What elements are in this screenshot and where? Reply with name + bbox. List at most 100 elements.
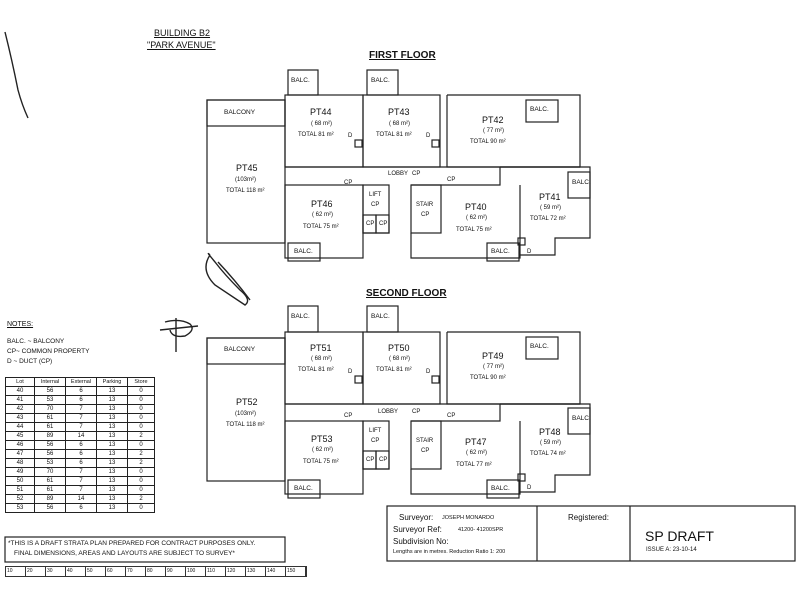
lot-total: TOTAL 90 m² — [470, 139, 506, 145]
table-cell: 53 — [34, 395, 66, 405]
table-cell: 47 — [5, 449, 35, 459]
lot-area: ( 62 m²) — [312, 212, 333, 218]
cp-label: CP — [412, 171, 421, 177]
lot-area: ( 59 m²) — [540, 440, 561, 446]
notes-heading: NOTES: — [7, 321, 34, 328]
table-cell: 13 — [96, 485, 128, 495]
surveyor-ref-label: Surveyor Ref: — [393, 525, 442, 534]
surveyor-ref-value: 41200- 41200SPR — [458, 527, 504, 533]
table-cell: 0 — [127, 422, 155, 432]
cp-label: CP — [371, 202, 380, 208]
table-cell: 0 — [127, 413, 155, 423]
table-cell: 7 — [65, 404, 97, 414]
registered-label: Registered: — [568, 513, 609, 522]
table-cell: 7 — [65, 476, 97, 486]
lot-total: TOTAL 77 m² — [456, 462, 492, 468]
ruler-tick: 10 — [6, 567, 26, 576]
table-cell: 70 — [34, 467, 66, 477]
lot-total: TOTAL 81 m² — [376, 367, 412, 373]
table-cell: 2 — [127, 458, 155, 468]
ruler-tick: 120 — [226, 567, 246, 576]
table-header: Store — [127, 377, 155, 387]
cp-label: CP — [344, 180, 353, 186]
cp-label: CP — [447, 413, 456, 419]
plan-type: SP DRAFT — [645, 528, 714, 544]
table-cell: 14 — [65, 431, 97, 441]
table-cell: 0 — [127, 503, 155, 513]
table-cell: 61 — [34, 413, 66, 423]
table-cell: 13 — [96, 449, 128, 459]
lot-area: ( 62 m²) — [466, 450, 487, 456]
table-cell: 50 — [5, 476, 35, 486]
building-name: "PARK AVENUE" — [147, 40, 216, 50]
balcony-pt53: BALC. — [294, 485, 313, 492]
table-cell: 89 — [34, 494, 66, 504]
table-cell: 44 — [5, 422, 35, 432]
table-cell: 13 — [96, 413, 128, 423]
table-cell: 0 — [127, 386, 155, 396]
cp-label: CP — [412, 409, 421, 415]
lot-total: TOTAL 72 m² — [530, 216, 566, 222]
lot-id: PT41 — [539, 192, 561, 202]
table-cell: 7 — [65, 467, 97, 477]
lot-total: TOTAL 81 m² — [298, 367, 334, 373]
cp-label: CP — [344, 413, 353, 419]
table-cell: 0 — [127, 485, 155, 495]
lot-id: PT51 — [310, 343, 332, 353]
lobby-label: LOBBY — [388, 171, 409, 177]
table-header: Lot — [5, 377, 35, 387]
lot-id: PT48 — [539, 427, 561, 437]
table-cell: 2 — [127, 449, 155, 459]
lot-id: PT42 — [482, 115, 504, 125]
table-cell: 6 — [65, 440, 97, 450]
ruler-tick: 90 — [166, 567, 186, 576]
balcony-pt44: BALC. — [291, 77, 310, 84]
table-cell: 45 — [5, 431, 35, 441]
table-cell: 46 — [5, 440, 35, 450]
table-cell: 70 — [34, 404, 66, 414]
duct-label: D — [426, 133, 431, 139]
table-cell: 89 — [34, 431, 66, 441]
table-cell: 56 — [34, 440, 66, 450]
table-cell: 6 — [65, 395, 97, 405]
ruler-tick: 60 — [106, 567, 126, 576]
lot-id: PT49 — [482, 351, 504, 361]
first-floor-heading: FIRST FLOOR — [369, 50, 436, 61]
table-cell: 0 — [127, 476, 155, 486]
table-cell: 6 — [65, 458, 97, 468]
table-cell: 0 — [127, 395, 155, 405]
table-cell: 51 — [5, 485, 35, 495]
table-cell: 53 — [5, 503, 35, 513]
table-cell: 0 — [127, 467, 155, 477]
lot-id: PT52 — [236, 397, 258, 407]
ruler-tick: 110 — [206, 567, 226, 576]
balcony-pt50: BALC. — [371, 313, 390, 320]
cp-label: CP — [366, 457, 375, 463]
table-cell: 49 — [5, 467, 35, 477]
table-cell: 48 — [5, 458, 35, 468]
lot-area: ( 62 m²) — [466, 215, 487, 221]
table-cell: 13 — [96, 431, 128, 441]
lot-id: PT40 — [465, 202, 487, 212]
stair-label: STAIR — [416, 438, 434, 444]
lot-total: TOTAL 75 m² — [456, 227, 492, 233]
table-cell: 14 — [65, 494, 97, 504]
lot-total: TOTAL 74 m² — [530, 451, 566, 457]
ruler-tick: 50 — [86, 567, 106, 576]
duct-label: D — [348, 133, 353, 139]
table-cell: 13 — [96, 467, 128, 477]
balcony-pt40: BALC. — [491, 248, 510, 255]
building-title: BUILDING B2 — [154, 28, 211, 38]
disclaimer-line: *THIS IS A DRAFT STRATA PLAN PREPARED FO… — [8, 540, 256, 547]
ruler-tick: 30 — [46, 567, 66, 576]
lot-area: ( 62 m²) — [312, 447, 333, 453]
